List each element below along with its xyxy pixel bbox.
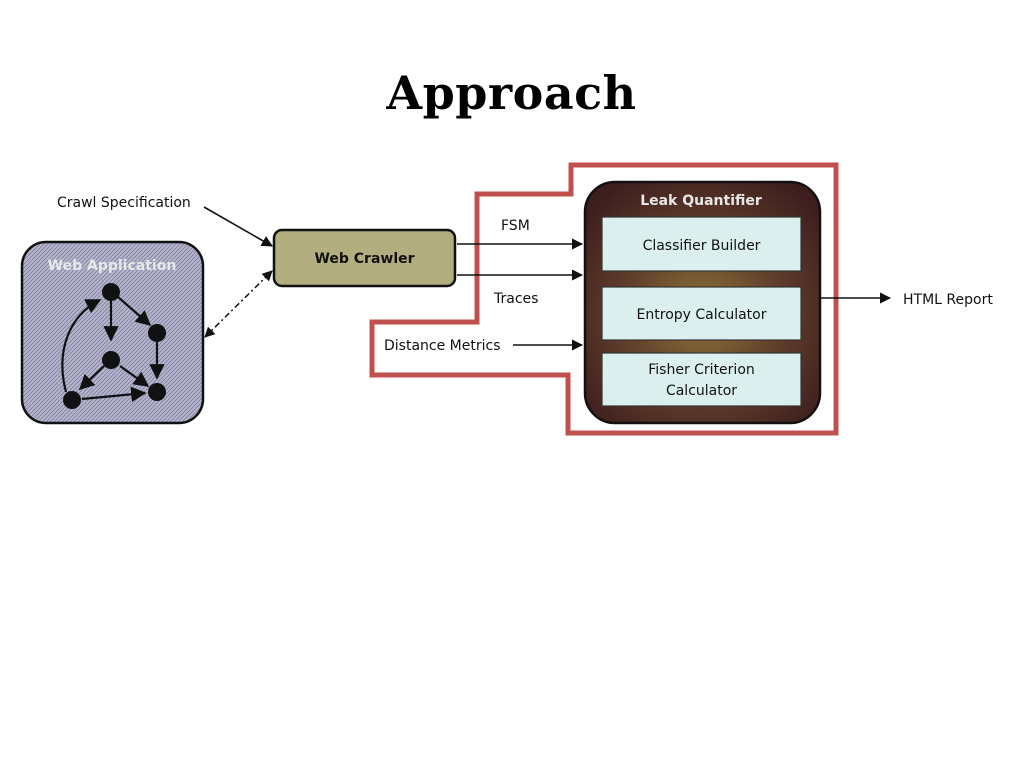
state-graph-icon bbox=[61, 283, 166, 409]
web-application-label: Web Application bbox=[48, 258, 177, 274]
fisher-criterion-label-line1: Fisher Criterion bbox=[648, 362, 755, 378]
fisher-criterion-label-line2: Calculator bbox=[666, 383, 737, 399]
html-report-label: HTML Report bbox=[903, 292, 993, 308]
web-crawler-box: Web Crawler bbox=[272, 228, 457, 288]
leak-quantifier-box: Leak Quantifier Classifier Builder Entro… bbox=[583, 180, 822, 425]
leak-quantifier-title: Leak Quantifier bbox=[640, 193, 762, 209]
fsm-label: FSM bbox=[501, 218, 530, 234]
fisher-criterion-module: Fisher Criterion Calculator bbox=[601, 352, 802, 407]
highlight-outline bbox=[369, 162, 839, 436]
web-application-box: Web Application bbox=[20, 240, 205, 425]
web-crawler-label: Web Crawler bbox=[314, 251, 414, 267]
entropy-calculator-label: Entropy Calculator bbox=[637, 307, 767, 323]
entropy-calculator-module: Entropy Calculator bbox=[601, 286, 802, 341]
webapp-crawler-link bbox=[204, 270, 273, 338]
classifier-builder-label: Classifier Builder bbox=[643, 238, 761, 254]
crawl-spec-arrow bbox=[203, 206, 273, 247]
slide-title: Approach bbox=[386, 66, 637, 120]
traces-label: Traces bbox=[493, 291, 538, 307]
crawl-specification-label: Crawl Specification bbox=[57, 195, 191, 211]
distance-metrics-label: Distance Metrics bbox=[384, 338, 500, 354]
classifier-builder-module: Classifier Builder bbox=[601, 216, 802, 272]
